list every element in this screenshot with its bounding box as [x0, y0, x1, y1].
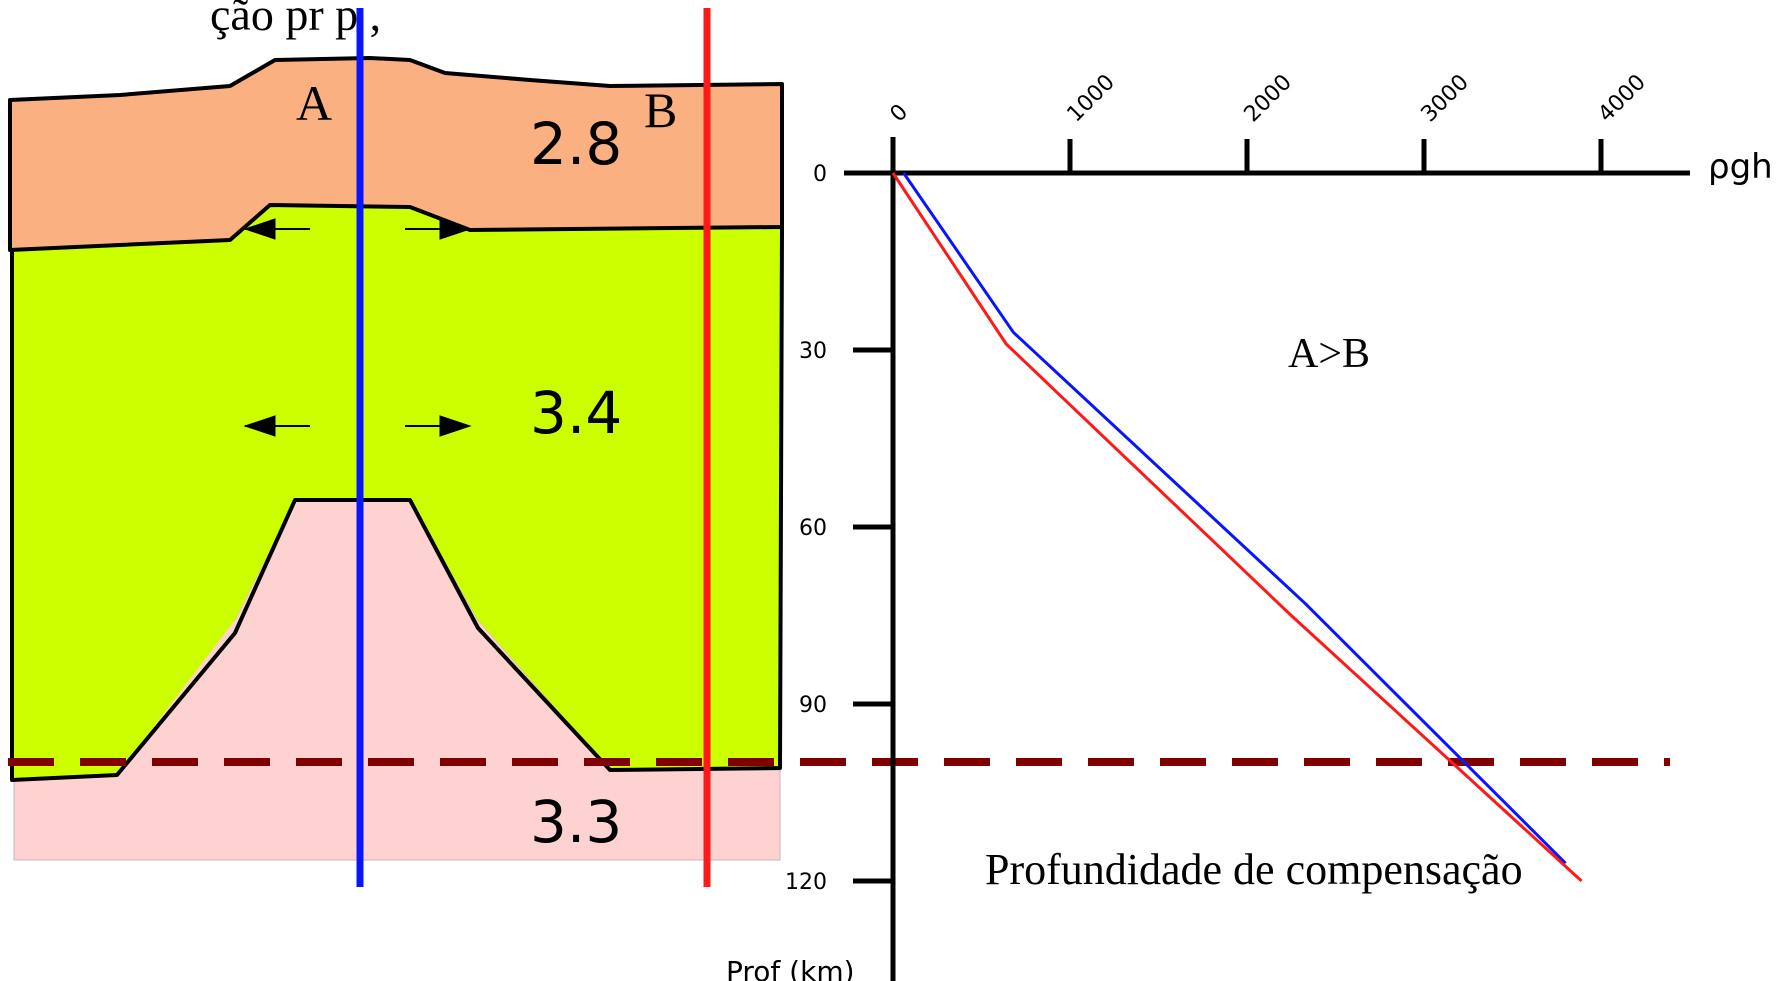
- pressure-depth-chart: ρgh Prof (km) 0 1000 2000 3000 4000 0 30 60 90 1…: [726, 70, 1773, 981]
- middle-layer-3-4: [12, 205, 782, 780]
- y-tick-label-0: 0: [813, 162, 827, 187]
- density-upper-crust: 2.8: [530, 110, 622, 178]
- y-axis-label: Prof (km): [726, 955, 855, 981]
- annotation-compensation-depth: Profundidade de compensação: [985, 845, 1523, 894]
- x-tick-label-0: 0: [886, 100, 914, 128]
- x-tick-label-4: 4000: [1594, 70, 1651, 127]
- y-tick-label-1: 30: [799, 339, 827, 364]
- annotation-a-gt-b: A>B: [1288, 331, 1370, 377]
- x-axis-label: ρgh: [1708, 147, 1773, 187]
- x-tick-label-3: 3000: [1417, 70, 1474, 127]
- series-line-0: [902, 172, 1567, 865]
- header-text: ção pr p ,: [210, 0, 381, 40]
- column-a-label: A: [296, 75, 332, 131]
- middle-layer-border: [10, 226, 784, 782]
- column-b-label: B: [644, 82, 677, 138]
- cross-section: A B 2.8 3.4 3.3: [8, 8, 784, 887]
- arrows-upper: [243, 218, 472, 240]
- x-tick-label-2: 2000: [1240, 70, 1297, 127]
- x-tick-label-1: 1000: [1063, 70, 1120, 127]
- y-tick-label-2: 60: [799, 516, 827, 541]
- y-tick-label-4: 120: [785, 870, 827, 895]
- upper-crust-2-8: [8, 56, 784, 252]
- y-tick-label-3: 90: [799, 693, 827, 718]
- arrows-middle: [243, 415, 472, 437]
- density-lower-layer: 3.3: [530, 788, 622, 856]
- density-middle-layer: 3.4: [530, 379, 622, 447]
- series-line-1: [891, 172, 1583, 883]
